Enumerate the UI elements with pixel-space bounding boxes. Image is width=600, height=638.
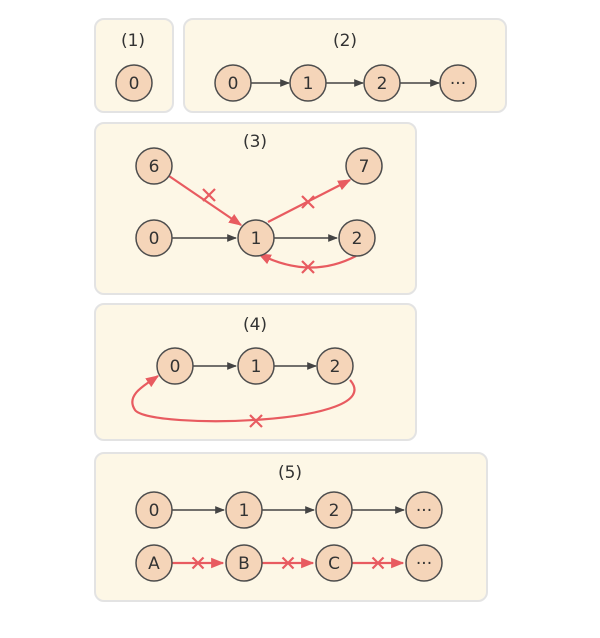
p5-node-1: 1	[225, 491, 263, 529]
node-label: 6	[149, 157, 160, 177]
node-label: ···	[416, 554, 432, 574]
node-label: B	[238, 554, 250, 574]
p4-edge-2-0-removed	[131, 375, 356, 423]
cross-mark-icon	[191, 556, 205, 570]
node-label: 0	[170, 357, 181, 377]
p3-node-7: 7	[345, 147, 383, 185]
p5-node-0: 0	[135, 491, 173, 529]
node-label: ···	[450, 74, 466, 94]
p2-node-0: 0	[214, 64, 252, 102]
node-label: 2	[330, 357, 341, 377]
cross-mark-icon	[202, 188, 216, 202]
p5-node-b: B	[225, 544, 263, 582]
node-label: 7	[359, 157, 370, 177]
p3-node-0: 0	[135, 219, 173, 257]
node-label: A	[148, 554, 160, 574]
panel-1-title: (1)	[121, 31, 145, 51]
p1-node-0: 0	[115, 64, 153, 102]
p2-node-1: 1	[289, 64, 327, 102]
node-label: 1	[251, 229, 262, 249]
node-label: 0	[129, 74, 140, 94]
node-label: C	[328, 554, 340, 574]
node-label: 0	[149, 501, 160, 521]
cross-mark-icon	[301, 195, 315, 209]
node-label: 0	[228, 74, 239, 94]
p4-node-1: 1	[237, 347, 275, 385]
p5-node-a: A	[135, 544, 173, 582]
panel-2	[183, 18, 507, 113]
panel-5-title: (5)	[278, 463, 302, 483]
p5-node-more-2: ···	[405, 544, 443, 582]
node-label: 1	[303, 74, 314, 94]
cross-mark-icon	[281, 556, 295, 570]
p2-node-more: ···	[439, 64, 477, 102]
panel-3	[94, 122, 417, 295]
node-label: 1	[239, 501, 250, 521]
node-label: 2	[377, 74, 388, 94]
cross-mark-icon	[371, 556, 385, 570]
p3-node-6: 6	[135, 147, 173, 185]
panel-4-title: (4)	[243, 315, 267, 335]
p5-node-c: C	[315, 544, 353, 582]
cross-mark-icon	[249, 414, 263, 428]
node-label: ···	[416, 501, 432, 521]
node-label: 1	[251, 357, 262, 377]
p3-node-2: 2	[338, 219, 376, 257]
p4-node-0: 0	[156, 347, 194, 385]
p5-node-2: 2	[315, 491, 353, 529]
panel-3-title: (3)	[243, 132, 267, 152]
node-label: 2	[352, 229, 363, 249]
panel-2-title: (2)	[333, 31, 357, 51]
node-label: 0	[149, 229, 160, 249]
p4-node-2: 2	[316, 347, 354, 385]
p3-node-1: 1	[237, 219, 275, 257]
p2-node-2: 2	[363, 64, 401, 102]
cross-mark-icon	[301, 260, 315, 274]
node-label: 2	[329, 501, 340, 521]
p5-node-more-1: ···	[405, 491, 443, 529]
